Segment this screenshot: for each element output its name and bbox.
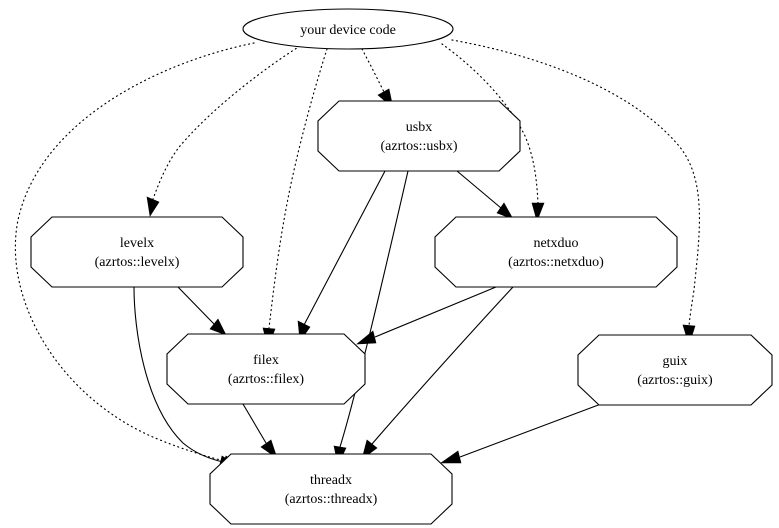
node-your-device-code-label: your device code — [300, 23, 396, 38]
edge-levelx-to-filex — [177, 286, 227, 336]
node-guix[interactable]: guix (azrtos::guix) — [577, 334, 773, 406]
node-netxduo[interactable]: netxduo (azrtos::netxduo) — [434, 216, 678, 288]
node-usbx-shape[interactable] — [317, 100, 521, 172]
edge-device-to-guix — [451, 39, 700, 347]
node-filex-label-line2: (azrtos::filex) — [228, 372, 305, 387]
node-levelx-shape[interactable] — [30, 216, 244, 288]
edge-usbx-to-threadx — [333, 170, 409, 466]
node-levelx[interactable]: levelx (azrtos::levelx) — [30, 216, 244, 288]
edge-filex-to-threadx — [242, 403, 278, 459]
node-threadx-shape[interactable] — [209, 453, 453, 525]
node-netxduo-shape[interactable] — [434, 216, 678, 288]
edge-netxduo-to-filex — [356, 286, 497, 345]
edge-guix-to-threadx — [440, 403, 602, 464]
edge-device-to-levelx — [146, 45, 301, 217]
edge-usbx-to-netxduo — [456, 170, 514, 220]
edge-device-to-netxduo — [441, 43, 545, 222]
node-your-device-code-shape[interactable] — [242, 8, 454, 50]
node-usbx-label-line2: (azrtos::usbx) — [381, 139, 458, 154]
node-threadx-label-line1: threadx — [310, 473, 352, 488]
node-usbx-label-line1: usbx — [406, 120, 432, 135]
edge-usbx-to-filex — [297, 170, 386, 342]
node-filex-shape[interactable] — [166, 333, 366, 405]
edge-group-solid — [133, 170, 602, 469]
node-levelx-label-line1: levelx — [120, 236, 154, 251]
node-usbx[interactable]: usbx (azrtos::usbx) — [317, 100, 521, 172]
node-threadx[interactable]: threadx (azrtos::threadx) — [209, 453, 453, 525]
node-netxduo-label-line2: (azrtos::netxduo) — [508, 255, 604, 270]
edge-netxduo-to-threadx — [361, 286, 514, 460]
node-threadx-label-line2: (azrtos::threadx) — [285, 492, 378, 507]
edge-device-to-usbx — [361, 48, 394, 109]
node-filex-label-line1: filex — [253, 353, 279, 368]
node-guix-label-line1: guix — [663, 354, 688, 369]
node-levelx-label-line2: (azrtos::levelx) — [95, 255, 180, 270]
node-filex[interactable]: filex (azrtos::filex) — [166, 333, 366, 405]
edge-device-to-filex — [262, 48, 328, 348]
node-guix-label-line2: (azrtos::guix) — [637, 373, 713, 388]
node-netxduo-label-line1: netxduo — [533, 236, 578, 251]
node-guix-shape[interactable] — [577, 334, 773, 406]
node-your-device-code[interactable]: your device code — [242, 8, 454, 50]
